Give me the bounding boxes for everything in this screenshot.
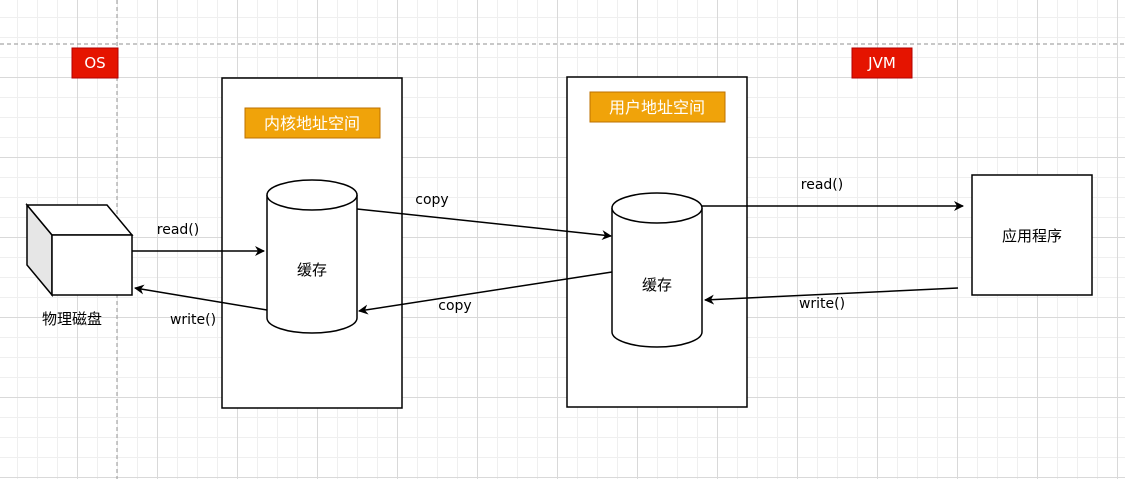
kernel-space-title: 内核地址空间 <box>264 114 360 133</box>
disk-label: 物理磁盘 <box>42 310 102 328</box>
application-box[interactable]: 应用程序 <box>971 174 1093 296</box>
user-cache-cylinder[interactable]: 缓存 <box>611 192 703 348</box>
kernel-cache-cylinder[interactable]: 缓存 <box>266 179 358 334</box>
kernel-space-title-box <box>244 107 381 139</box>
disk-cube[interactable] <box>25 202 134 298</box>
kernel-to-user-copy-label: copy <box>415 192 448 208</box>
os-badge-label: OS <box>84 54 105 72</box>
os-badge: OS <box>71 47 119 79</box>
user-space-title-box <box>589 91 726 123</box>
kernel-to-user-copy-arrow <box>356 208 612 241</box>
user-to-kernel-copy-label: copy <box>438 298 471 314</box>
disk-write-arrow <box>134 284 268 311</box>
user-to-kernel-copy-arrow <box>358 271 613 315</box>
user-cache-label: 缓存 <box>642 276 672 294</box>
disk-read-label: read() <box>157 222 199 238</box>
app-write-label: write() <box>799 296 845 312</box>
jvm-badge: JVM <box>851 47 913 79</box>
app-read-label: read() <box>801 177 843 193</box>
user-space-title: 用户地址空间 <box>609 98 705 117</box>
disk-write-label: write() <box>170 312 216 328</box>
kernel-cache-label: 缓存 <box>297 261 327 279</box>
application-label: 应用程序 <box>1002 227 1062 245</box>
app-write-arrow <box>704 287 959 305</box>
jvm-badge-label: JVM <box>867 54 896 72</box>
